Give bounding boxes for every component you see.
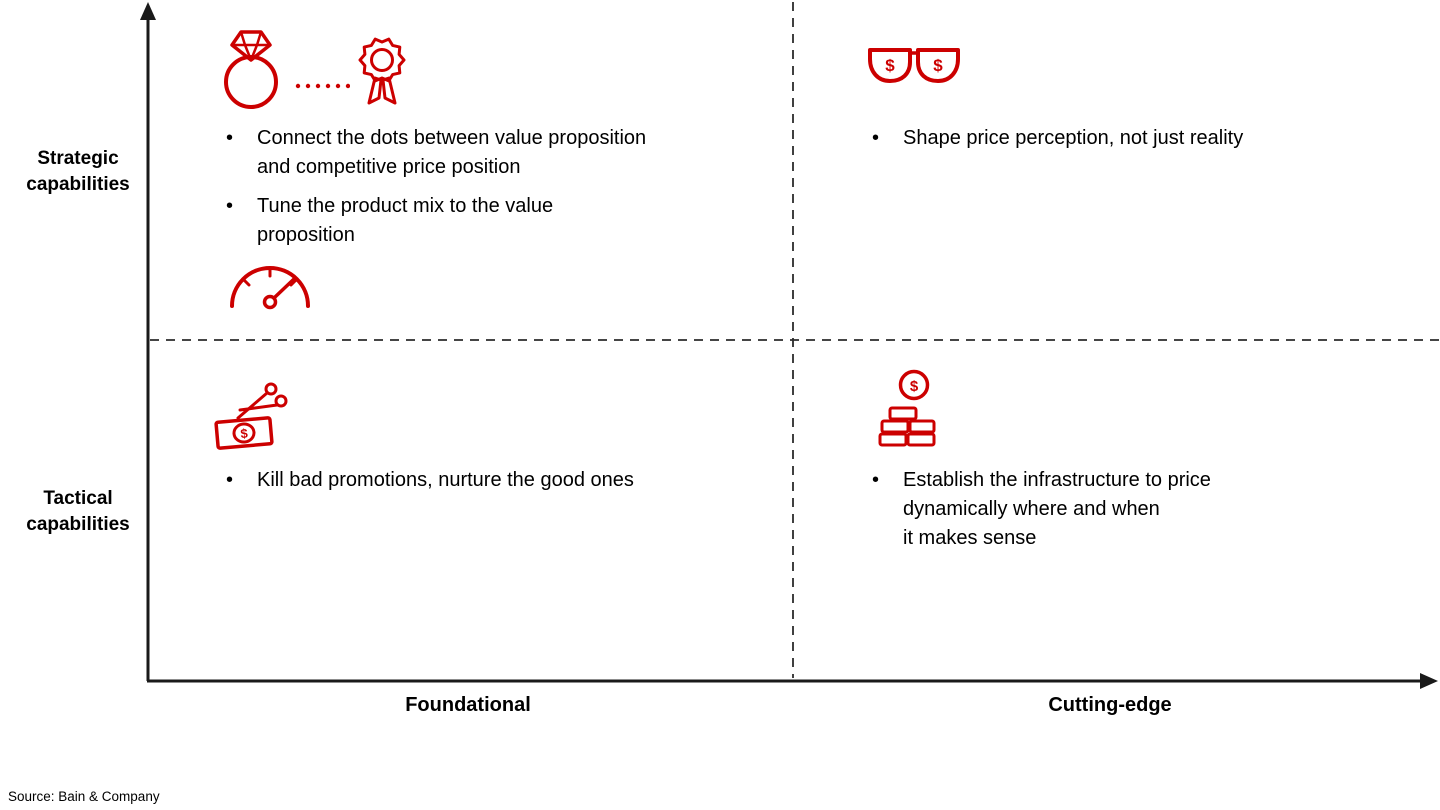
scissors-cutting-money-icon: $: [214, 380, 288, 452]
bullet-marker: •: [226, 469, 234, 491]
x-axis-label-cutting-edge: Cutting-edge: [1048, 694, 1172, 716]
bullet-marker: •: [872, 469, 880, 491]
bottom-right-bullet-list: • Establish the infrastructure to price …: [872, 466, 1352, 563]
bullet-marker: •: [226, 127, 234, 149]
dollar-glyph: $: [240, 426, 249, 442]
y-axis-arrowhead: [140, 2, 156, 20]
bullet-text: Establish the infrastructure to price dy…: [903, 469, 1211, 549]
bullet-item: • Kill bad promotions, nurture the good …: [226, 466, 746, 495]
top-right-bullet-list: • Shape price perception, not just reali…: [872, 124, 1352, 163]
bullet-text: Tune the product mix to the value propos…: [257, 195, 554, 246]
bottom-left-bullet-list: • Kill bad promotions, nurture the good …: [226, 466, 746, 505]
x-axis-arrowhead: [1420, 673, 1438, 689]
y-axis-label-tactical: Tactical capabilities: [26, 488, 130, 535]
award-rosette-icon: [352, 28, 412, 108]
dollar-glyph: $: [933, 56, 943, 75]
bullet-item: • Connect the dots between value proposi…: [226, 124, 746, 182]
coin-stack-icon: $: [878, 368, 940, 452]
bullet-item: • Tune the product mix to the value prop…: [226, 192, 746, 250]
gauge-icon: [222, 258, 316, 312]
dollar-glyph: $: [885, 56, 895, 75]
source-note: Source: Bain & Company: [8, 789, 160, 804]
bullet-item: • Shape price perception, not just reali…: [872, 124, 1352, 153]
top-left-bullet-list: • Connect the dots between value proposi…: [226, 124, 746, 260]
bullet-text: Shape price perception, not just reality: [903, 127, 1244, 149]
bullet-marker: •: [872, 127, 880, 149]
diamond-ring-icon: [216, 24, 290, 110]
y-axis-label-strategic: Strategic capabilities: [26, 148, 130, 195]
bullet-item: • Establish the infrastructure to price …: [872, 466, 1352, 553]
bullet-marker: •: [226, 195, 234, 217]
dollar-sunglasses-icon: $ $: [864, 40, 964, 86]
dotted-connector-icon: [294, 82, 350, 90]
dollar-glyph: $: [910, 378, 919, 395]
x-axis-label-foundational: Foundational: [405, 694, 531, 716]
bullet-text: Connect the dots between value propositi…: [257, 127, 647, 178]
bullet-text: Kill bad promotions, nurture the good on…: [257, 469, 634, 491]
